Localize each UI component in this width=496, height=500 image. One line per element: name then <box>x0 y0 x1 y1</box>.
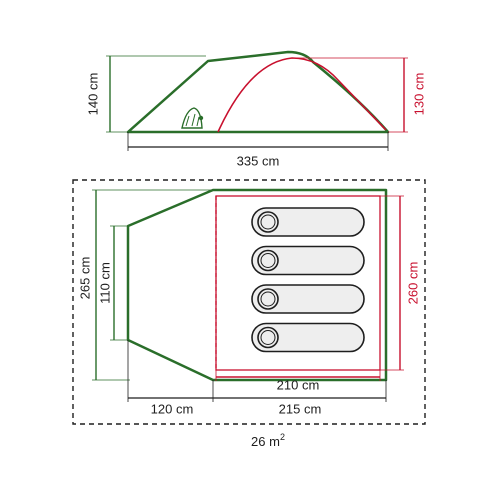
porch-length-label: 120 cm <box>151 401 194 416</box>
inner-length-label: 210 cm <box>277 377 320 392</box>
inner-width-label: 260 cm <box>405 262 420 305</box>
sleeping-bag-body <box>251 245 365 276</box>
sleeping-bag <box>251 245 365 276</box>
sleeping-bag-hood-inner <box>260 330 276 345</box>
floor-plan: 265 cm 110 cm 260 cm 210 cm 120 cm 215 c… <box>72 179 426 425</box>
inner-height-label: 130 cm <box>411 73 426 116</box>
sleeping-bag-hood <box>257 249 279 272</box>
sleeping-bag-hood <box>257 288 279 310</box>
door-tieback-icon <box>181 107 204 129</box>
sleeping-bag-body <box>251 207 365 237</box>
side-length-label: 335 cm <box>237 153 280 168</box>
footprint-dashed-border <box>72 179 426 425</box>
sleeping-bag <box>251 207 365 237</box>
sleeping-bag-body <box>251 284 365 314</box>
inner-tent-side-profile <box>217 57 387 133</box>
outer-height-label: 140 cm <box>85 73 100 116</box>
floor-area-unit-superscript: 2 <box>280 432 285 442</box>
floor-area-value: 26 m <box>251 434 280 449</box>
bedroom-length-label: 215 cm <box>279 401 322 416</box>
sleeping-bag-hood-inner <box>260 253 276 268</box>
sleeping-bag-hood <box>257 211 279 233</box>
porch-width-label: 110 cm <box>97 262 112 304</box>
sleeping-bag-hood <box>257 326 279 349</box>
sleeping-bag <box>251 322 365 353</box>
sleeping-bag-body <box>251 322 365 353</box>
sleeping-bag-hood-inner <box>260 291 276 307</box>
sleeping-bags <box>251 207 365 353</box>
total-width-label: 265 cm <box>77 257 92 300</box>
sleeping-bag-hood-inner <box>260 214 276 230</box>
floor-area-label: 26 m2 <box>251 432 285 449</box>
sleeping-bag <box>251 284 365 314</box>
side-view: 140 cm 130 cm 335 cm <box>85 50 426 168</box>
